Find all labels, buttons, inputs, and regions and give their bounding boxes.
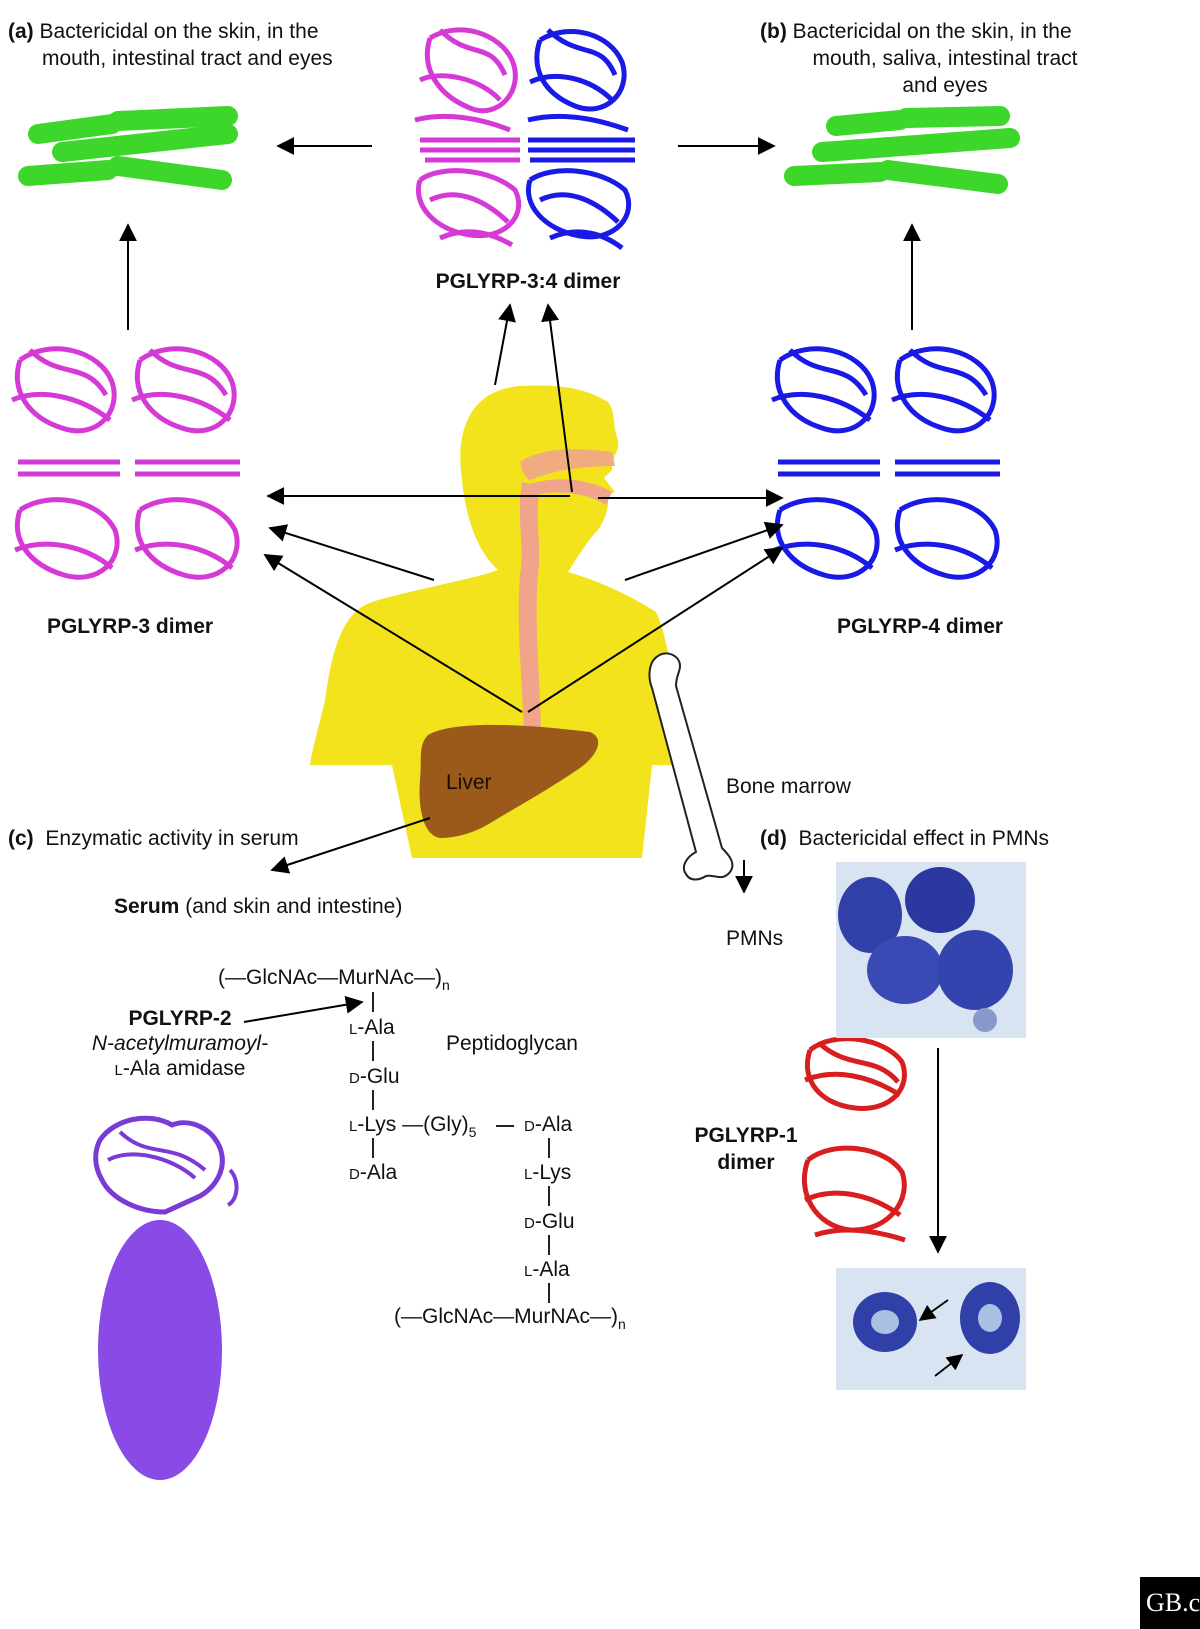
pg-bond (372, 1041, 374, 1061)
liver-shape (419, 724, 599, 838)
pg-stem2-ala: D-Ala (524, 1112, 572, 1140)
pg-stem2-ala-prefix: D (524, 1118, 535, 1135)
dimer-4-label: PGLYRP-4 dimer (836, 615, 1004, 638)
bone-humerus (648, 652, 734, 881)
panel-a-text-1: Bactericidal on the skin, in the (39, 20, 319, 43)
pg-stem2-ala2: L-Ala (524, 1257, 570, 1285)
pg-bond (372, 992, 374, 1012)
oral-cavity (530, 479, 612, 505)
pg-bond (548, 1186, 550, 1206)
panel-c-text: Enzymatic activity in serum (45, 827, 299, 850)
pmn-micrograph-before (836, 862, 1026, 1038)
pg-stem1-ala-name: -Ala (357, 1016, 395, 1039)
pglyrp1-label-2: dimer (717, 1151, 775, 1174)
pg-bridge-sub: 5 (468, 1124, 477, 1140)
panel-b-text-3: and eyes (902, 74, 988, 97)
badge-text: GB.c (1146, 1588, 1200, 1617)
bacterial-cell (98, 1220, 222, 1480)
panel-a-label: (a) Bactericidal on the skin, in the (8, 18, 319, 45)
panel-b-text-2: mouth, saliva, intestinal tract (812, 47, 1078, 70)
bone-marrow-label: Bone marrow (726, 775, 851, 798)
panel-d-letter: (d) (760, 827, 787, 850)
panel-c-label: (c) Enzymatic activity in serum (8, 825, 299, 852)
bacteria-cluster-right (784, 106, 1020, 194)
protein-pglyrp-3-4-dimer (414, 27, 635, 250)
serum-label: Serum (and skin and intestine) (114, 893, 402, 920)
pg-stem2-lys: L-Lys (524, 1160, 571, 1188)
panel-d-text: Bactericidal effect in PMNs (798, 827, 1050, 850)
pathway-arrows (119, 137, 947, 1254)
panel-d-label: (d) Bactericidal effect in PMNs (760, 825, 1049, 852)
pg-top-chain-text: (—GlcNAc—MurNAc—) (218, 966, 442, 989)
pg-stem2-lys-prefix: L (524, 1166, 533, 1183)
liver-label: Liver (446, 771, 492, 794)
pg-stem2-glu-prefix: D (524, 1215, 535, 1232)
pg-bond (548, 1138, 550, 1158)
serum-bold: Serum (114, 895, 180, 918)
pg-stem2-lys-name: -Lys (532, 1161, 572, 1184)
protein-pglyrp-4-dimer (771, 346, 1000, 580)
panel-b-text-1: Bactericidal on the skin, in the (792, 20, 1072, 43)
pmn-micrograph-after (836, 1268, 1026, 1390)
amidase-label-1: N-acetylmuramoyl- (91, 1032, 269, 1055)
panel-a-text-2: mouth, intestinal tract and eyes (42, 47, 333, 70)
pg-stem1-ala: L-Ala (349, 1015, 395, 1043)
amidase-label-2: L-Ala amidase (60, 1055, 300, 1084)
dimer-34-label: PGLYRP-3:4 dimer (435, 270, 621, 293)
pg-stem1-ala2-prefix: D (349, 1166, 360, 1183)
panel-b-letter: (b) (760, 20, 787, 43)
pmns-label: PMNs (726, 927, 784, 950)
pg-stem2-ala-name: -Ala (534, 1113, 573, 1136)
pg-stem1-ala2-name: -Ala (359, 1161, 398, 1184)
pg-stem1-glu-name: -Glu (359, 1065, 400, 1088)
pg-bottom-chain-text: (—GlcNAc—MurNAc—) (394, 1305, 618, 1328)
protein-pglyrp-2 (93, 1115, 239, 1480)
pg-bottom-chain: (—GlcNAc—MurNAc—)n (394, 1304, 626, 1332)
peptidoglycan-label: Peptidoglycan (446, 1032, 578, 1055)
dimer-3-label: PGLYRP-3 dimer (46, 615, 214, 638)
panel-a-letter: (a) (8, 20, 34, 43)
pg-bond (372, 1090, 374, 1110)
pg-bond (548, 1235, 550, 1255)
pg-bond (372, 1138, 374, 1158)
amidase-prefix: L (114, 1062, 123, 1079)
pg-stem2-glu-name: -Glu (534, 1210, 575, 1233)
panel-b-label: (b) Bactericidal on the skin, in the (760, 18, 1072, 45)
pg-bottom-sub: n (618, 1316, 626, 1332)
pg-bond (496, 1125, 514, 1127)
pg-top-chain: (—GlcNAc—MurNAc—)n (218, 965, 450, 993)
pg-bond (548, 1283, 550, 1303)
pg-stem1-lys-name: -Lys (357, 1113, 397, 1136)
human-figure (310, 385, 734, 881)
digestive-tract (518, 482, 541, 730)
pg-stem1-ala2: D-Ala (349, 1160, 397, 1188)
pg-top-sub: n (442, 977, 450, 993)
pglyrp1-label-1: PGLYRP-1 (694, 1124, 798, 1147)
pg-stem2-ala2-name: -Ala (532, 1258, 570, 1281)
amidase-rest: -Ala amidase (122, 1057, 246, 1080)
publisher-badge: GB.c (1140, 1577, 1200, 1629)
protein-pglyrp-3-dimer (11, 346, 240, 580)
pg-stem1-lys-prefix: L (349, 1118, 358, 1135)
pg-stem1-glu: D-Glu (349, 1064, 400, 1092)
pg-stem1-glu-prefix: D (349, 1070, 360, 1087)
serum-rest: (and skin and intestine) (185, 895, 403, 918)
bacteria-cluster-left (18, 106, 238, 190)
pg-stem1-ala-prefix: L (349, 1021, 358, 1038)
pglyrp2-label: PGLYRP-2 (128, 1007, 232, 1030)
panel-c-letter: (c) (8, 827, 34, 850)
pg-bridge: —(Gly) (402, 1113, 469, 1136)
pg-stem2-glu: D-Glu (524, 1209, 575, 1237)
pg-stem2-ala2-prefix: L (524, 1263, 533, 1280)
pg-stem1-lys: L-Lys —(Gly)5 (349, 1112, 476, 1140)
protein-pglyrp-1-dimer (801, 1036, 907, 1243)
